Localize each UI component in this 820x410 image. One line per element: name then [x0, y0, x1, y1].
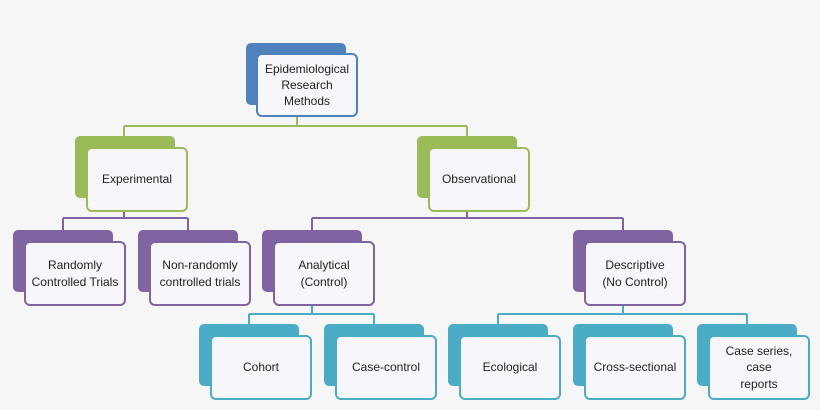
node-cross-sectional: Cross-sectional [573, 324, 686, 400]
connector-analytical [248, 304, 375, 324]
node-non-randomly-controlled-trials: Non-randomly controlled trials [138, 230, 251, 306]
node-cohort-label: Cohort [210, 335, 312, 400]
node-case-series: Case series, case reports [697, 324, 810, 400]
node-descriptive-label: Descriptive (No Control) [584, 241, 686, 306]
node-root: Epidemiological Research Methods [246, 43, 358, 117]
connector-observational [311, 210, 624, 230]
node-nonrandom-label: Non-randomly controlled trials [149, 241, 251, 306]
node-cohort: Cohort [199, 324, 312, 400]
connector-descriptive [497, 304, 748, 324]
node-caseseries-label: Case series, case reports [708, 335, 810, 400]
node-ecological: Ecological [448, 324, 561, 400]
node-root-label: Epidemiological Research Methods [256, 53, 358, 117]
node-experimental: Experimental [75, 136, 188, 212]
connector-experimental [62, 210, 189, 230]
node-analytical-label: Analytical (Control) [273, 241, 375, 306]
node-casecontrol-label: Case-control [335, 335, 437, 400]
node-crosssectional-label: Cross-sectional [584, 335, 686, 400]
node-analytical: Analytical (Control) [262, 230, 375, 306]
node-randomly-controlled-trials: Randomly Controlled Trials [13, 230, 126, 306]
node-descriptive: Descriptive (No Control) [573, 230, 686, 306]
node-ecological-label: Ecological [459, 335, 561, 400]
node-experimental-label: Experimental [86, 147, 188, 212]
node-observational-label: Observational [428, 147, 530, 212]
node-rct-label: Randomly Controlled Trials [24, 241, 126, 306]
node-observational: Observational [417, 136, 530, 212]
node-case-control: Case-control [324, 324, 437, 400]
connector-root [123, 116, 468, 136]
